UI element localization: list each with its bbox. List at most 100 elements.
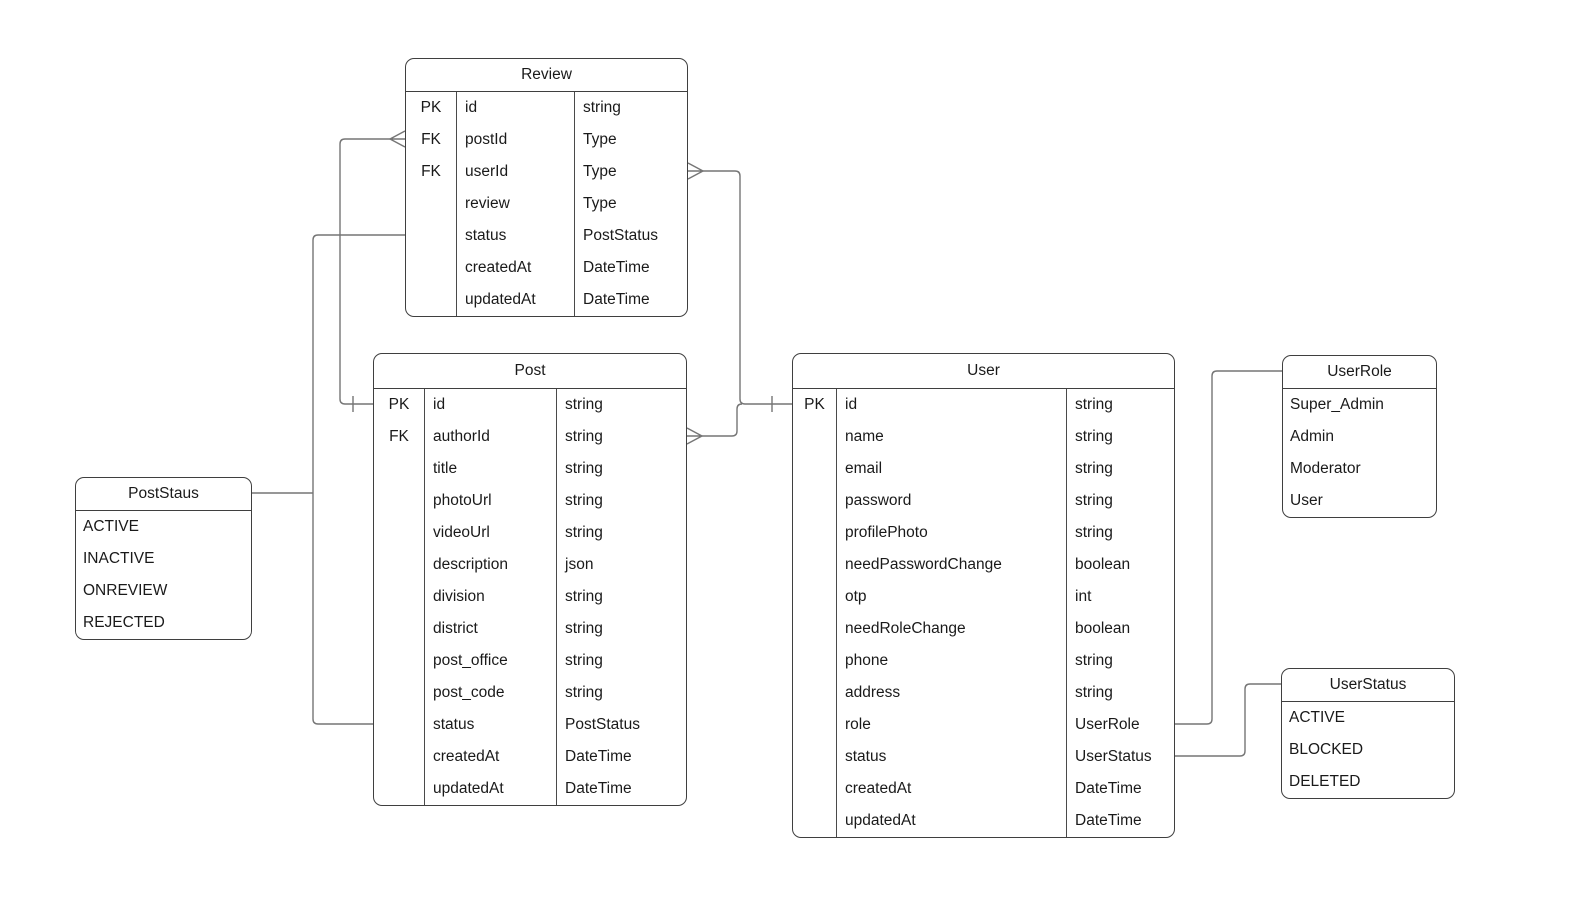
row-field-name: videoUrl: [424, 517, 556, 549]
row-key-label: [374, 773, 424, 805]
row-field-type: DateTime: [574, 284, 687, 316]
connector-user-post: [686, 403, 743, 445]
enum-value: BLOCKED: [1289, 741, 1364, 759]
row-field-name: updatedAt: [836, 805, 1066, 837]
row-field-type: string: [556, 453, 686, 485]
table-row: Admin: [1283, 421, 1436, 453]
row-field-name: status: [424, 709, 556, 741]
row-field-name: review: [456, 188, 574, 220]
enum-title-userstatus: UserStatus: [1282, 669, 1454, 702]
row-key-label: PK: [420, 99, 442, 117]
row-field-type: string: [1066, 421, 1174, 453]
connector-userstatus: [1175, 683, 1281, 757]
row-key-label: [793, 613, 836, 645]
row-field-name: createdAt: [456, 252, 574, 284]
row-field-type: string: [1066, 389, 1174, 421]
row-field-type: int: [1066, 581, 1174, 613]
row-field-type: PostStatus: [556, 709, 686, 741]
row-field-type: UserRole: [1066, 709, 1174, 741]
row-key-label: [374, 741, 424, 773]
entity-title-review: Review: [406, 59, 687, 92]
row-field-name: authorId: [424, 421, 556, 453]
row-field-name: status: [836, 741, 1066, 773]
row-key-label: [793, 549, 836, 581]
enum-value: Super_Admin: [1290, 396, 1384, 414]
crow-foot-many-marker: [686, 427, 704, 445]
row-key-label: [793, 741, 836, 773]
row-field-type: string: [556, 517, 686, 549]
row-key-label: [374, 613, 424, 645]
row-key-label: [374, 549, 424, 581]
row-field-name: address: [836, 677, 1066, 709]
row-field-name: id: [424, 389, 556, 421]
row-key-label: [374, 517, 424, 549]
connector-post-review: [339, 130, 406, 412]
enum-title-poststaus: PostStaus: [76, 478, 251, 511]
row-key-label: [374, 645, 424, 677]
row-field-name: postId: [456, 124, 574, 156]
connector-user-review: [687, 162, 792, 412]
table-row: DELETED: [1282, 766, 1454, 798]
row-key-label: [793, 581, 836, 613]
row-field-type: Type: [574, 156, 687, 188]
row-key-label: [374, 485, 424, 517]
row-field-name: needPasswordChange: [836, 549, 1066, 581]
row-key-label: [793, 485, 836, 517]
enum-value: Moderator: [1290, 460, 1361, 478]
row-field-type: string: [556, 421, 686, 453]
table-row: Super_Admin: [1283, 389, 1436, 421]
enum-value: ACTIVE: [1289, 709, 1345, 727]
row-key-label: FK: [421, 163, 441, 181]
connector-poststaus: [252, 234, 405, 725]
row-field-name: userId: [456, 156, 574, 188]
row-key-label: [793, 421, 836, 453]
entity-title-post: Post: [374, 354, 686, 389]
row-field-type: DateTime: [574, 252, 687, 284]
enum-value: User: [1290, 492, 1323, 510]
row-key-label: [374, 581, 424, 613]
row-key-label: FK: [389, 428, 409, 446]
row-field-name: createdAt: [424, 741, 556, 773]
row-field-name: role: [836, 709, 1066, 741]
row-field-type: string: [1066, 485, 1174, 517]
enum-value: INACTIVE: [83, 550, 155, 568]
row-field-name: title: [424, 453, 556, 485]
row-field-name: division: [424, 581, 556, 613]
table-row: ONREVIEW: [76, 575, 251, 607]
enum-value: ACTIVE: [83, 518, 139, 536]
table-row: REJECTED: [76, 607, 251, 639]
row-field-type: string: [1066, 517, 1174, 549]
row-field-name: profilePhoto: [836, 517, 1066, 549]
row-field-type: string: [556, 613, 686, 645]
row-field-type: DateTime: [556, 773, 686, 805]
row-key-label: [406, 188, 456, 220]
table-row: User: [1283, 485, 1436, 517]
row-key-label: [793, 677, 836, 709]
enum-userstatus[interactable]: UserStatus ACTIVE BLOCKED DELETED: [1281, 668, 1455, 799]
